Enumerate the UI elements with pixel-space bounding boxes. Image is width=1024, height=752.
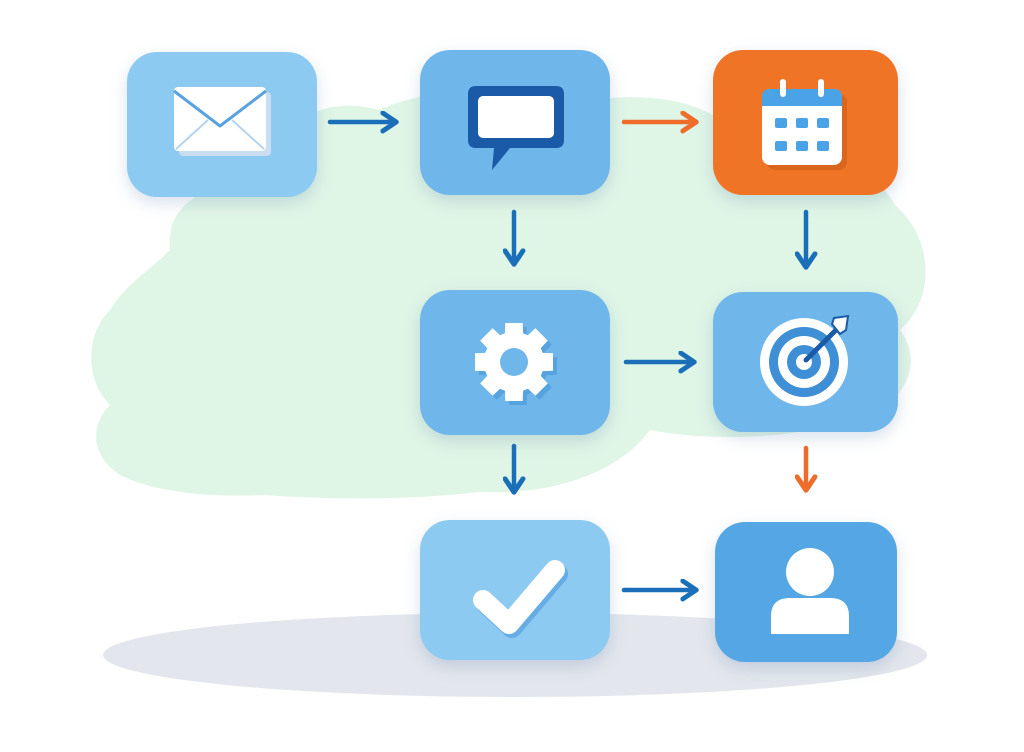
target-icon bbox=[760, 314, 850, 406]
node-approve[interactable] bbox=[420, 520, 610, 660]
envelope-icon bbox=[173, 87, 271, 156]
user-icon bbox=[771, 548, 849, 634]
checkmark-icon bbox=[473, 560, 568, 638]
gear-icon bbox=[475, 323, 557, 405]
node-settings[interactable] bbox=[420, 290, 610, 435]
node-target[interactable] bbox=[713, 292, 898, 432]
node-user[interactable] bbox=[715, 522, 897, 662]
node-calendar[interactable] bbox=[713, 50, 898, 195]
chat-bubble-icon bbox=[468, 86, 564, 170]
arrows bbox=[327, 122, 806, 590]
node-email[interactable] bbox=[127, 52, 317, 197]
calendar-icon bbox=[762, 79, 847, 170]
node-message[interactable] bbox=[420, 50, 610, 195]
